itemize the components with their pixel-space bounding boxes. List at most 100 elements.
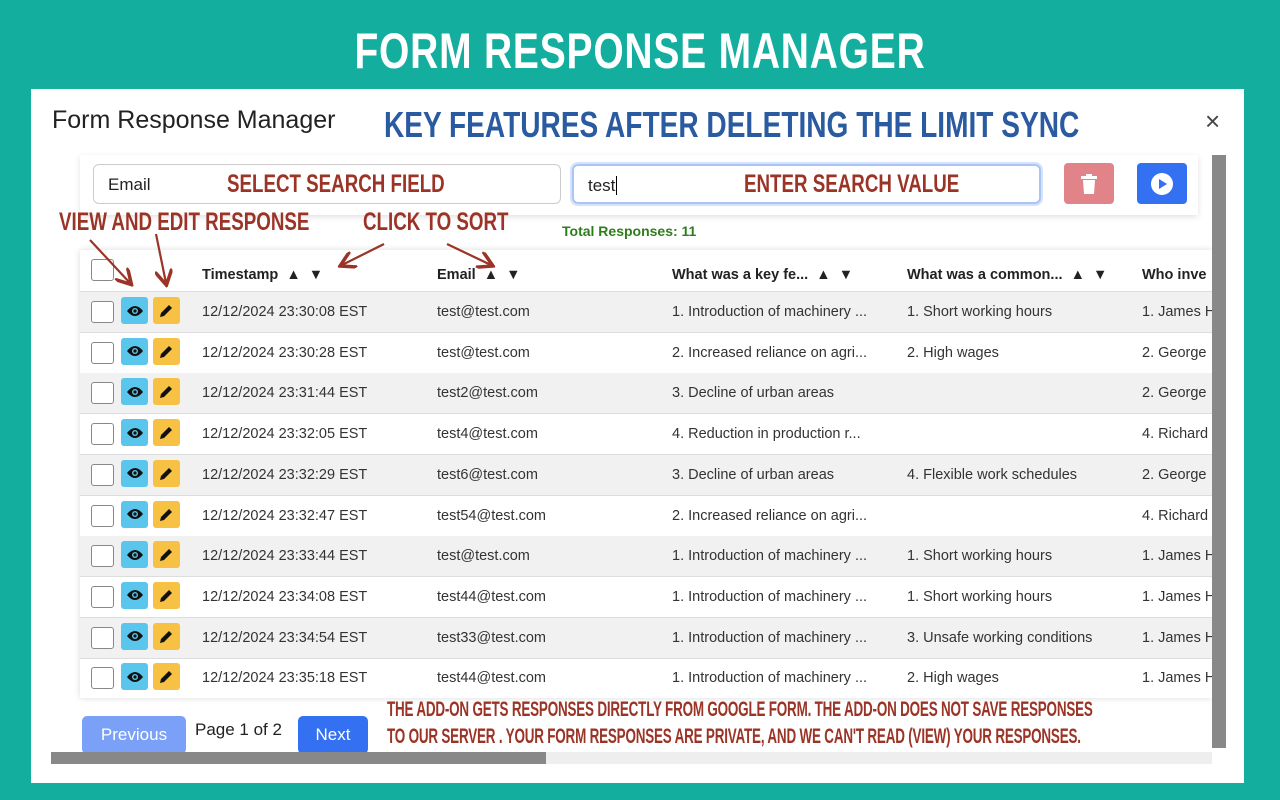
column-header-email[interactable]: Email ▲ ▼ xyxy=(437,267,521,283)
page-indicator: Page 1 of 2 xyxy=(195,720,282,739)
cell-col-1: test4@test.com xyxy=(437,426,538,443)
total-responses: Total Responses: 11 xyxy=(562,223,697,239)
eye-icon xyxy=(126,468,143,479)
cell-col-4: 4. Richard xyxy=(1142,426,1209,443)
row-checkbox[interactable] xyxy=(91,382,114,405)
edit-button[interactable] xyxy=(153,581,180,609)
horizontal-scrollbar[interactable] xyxy=(51,752,1212,764)
select-all-checkbox[interactable] xyxy=(91,259,114,281)
edit-button[interactable] xyxy=(153,378,180,406)
cell-col-4: 2. George xyxy=(1142,466,1207,483)
edit-button[interactable] xyxy=(153,297,180,324)
cell-col-2: 3. Decline of urban areas xyxy=(672,466,835,483)
cell-col-2: 1. Introduction of machinery ... xyxy=(672,588,868,605)
pencil-icon xyxy=(160,427,172,440)
column-header-timestamp[interactable]: Timestamp ▲ ▼ xyxy=(202,267,324,283)
privacy-note-line2: TO OUR SERVER . YOUR FORM RESPONSES ARE … xyxy=(387,725,1081,748)
cell-col-0: 12/12/2024 23:35:18 EST xyxy=(202,670,368,687)
edit-button[interactable] xyxy=(153,500,180,528)
cell-col-2: 4. Reduction in production r... xyxy=(672,426,861,443)
pencil-icon xyxy=(160,549,172,562)
view-button[interactable] xyxy=(121,378,148,406)
delete-button[interactable] xyxy=(1064,163,1114,204)
eye-icon xyxy=(126,590,143,601)
run-button[interactable] xyxy=(1137,163,1187,204)
annotation-click-sort: CLICK TO SORT xyxy=(363,208,509,236)
row-checkbox[interactable] xyxy=(91,667,114,690)
view-button[interactable] xyxy=(121,337,148,365)
pencil-icon xyxy=(160,630,172,643)
cell-col-3: 1. Short working hours xyxy=(907,588,1053,605)
edit-button[interactable] xyxy=(153,419,180,447)
view-button[interactable] xyxy=(121,297,148,324)
annotation-enter-value: ENTER SEARCH VALUE xyxy=(744,170,960,198)
arrow-to-edit xyxy=(156,233,166,283)
edit-button[interactable] xyxy=(153,459,180,487)
cell-col-2: 1. Introduction of machinery ... xyxy=(672,548,868,565)
row-checkbox[interactable] xyxy=(91,626,114,649)
next-button[interactable]: Next xyxy=(298,716,368,754)
view-button[interactable] xyxy=(121,500,148,528)
pencil-icon xyxy=(160,508,172,521)
cell-col-1: test6@test.com xyxy=(437,466,538,483)
cell-col-1: test44@test.com xyxy=(437,670,547,687)
row-checkbox[interactable] xyxy=(91,423,114,446)
column-header-q2[interactable]: What was a common... ▲ ▼ xyxy=(907,267,1108,283)
annotation-select-field: SELECT SEARCH FIELD xyxy=(227,170,445,198)
eye-icon xyxy=(126,386,143,397)
cell-col-1: test@test.com xyxy=(437,344,530,361)
search-value-input[interactable]: test xyxy=(572,164,1041,204)
cell-col-0: 12/12/2024 23:30:08 EST xyxy=(202,304,368,320)
row-checkbox[interactable] xyxy=(91,585,114,608)
responses-table: Timestamp ▲ ▼ Email ▲ ▼ What was a key f… xyxy=(80,250,1212,698)
cell-col-0: 12/12/2024 23:34:08 EST xyxy=(202,588,368,605)
view-button[interactable] xyxy=(121,541,148,569)
edit-button[interactable] xyxy=(153,541,180,569)
cell-col-0: 12/12/2024 23:32:05 EST xyxy=(202,426,368,443)
row-checkbox[interactable] xyxy=(91,504,114,527)
eye-icon xyxy=(126,671,143,682)
search-field-select[interactable]: Email xyxy=(93,164,561,204)
arrow-to-email-sort xyxy=(446,243,491,265)
cell-col-4: 2. George xyxy=(1142,385,1207,402)
cell-col-4: 2. George xyxy=(1142,344,1207,361)
edit-button[interactable] xyxy=(153,337,180,365)
column-header-q1[interactable]: What was a key fe... ▲ ▼ xyxy=(672,267,854,283)
view-button[interactable] xyxy=(121,663,148,691)
cell-col-3: 3. Unsafe working conditions xyxy=(907,629,1093,646)
eye-icon xyxy=(126,427,143,438)
eye-icon xyxy=(126,549,143,560)
cell-col-0: 12/12/2024 23:33:44 EST xyxy=(202,548,368,565)
edit-button[interactable] xyxy=(153,663,180,691)
previous-button[interactable]: Previous xyxy=(82,716,186,754)
headline: KEY FEATURES AFTER DELETING THE LIMIT SY… xyxy=(384,104,1080,145)
arrow-to-timestamp-sort xyxy=(342,243,385,265)
close-icon[interactable]: × xyxy=(1205,106,1221,136)
cell-col-1: test@test.com xyxy=(437,304,530,320)
view-button[interactable] xyxy=(121,459,148,487)
row-checkbox[interactable] xyxy=(91,545,114,568)
cell-col-3: 2. High wages xyxy=(907,344,999,361)
edit-button[interactable] xyxy=(153,622,180,650)
eye-icon xyxy=(126,346,143,357)
pencil-icon xyxy=(160,386,172,399)
trash-icon xyxy=(1081,173,1097,194)
row-checkbox[interactable] xyxy=(91,301,114,323)
table-header: Timestamp ▲ ▼ Email ▲ ▼ What was a key f… xyxy=(80,255,1212,292)
banner-title: FORM RESPONSE MANAGER xyxy=(354,23,926,79)
annotation-view-edit: VIEW AND EDIT RESPONSE xyxy=(59,208,310,236)
vertical-scrollbar[interactable] xyxy=(1212,155,1226,748)
view-button[interactable] xyxy=(121,622,148,650)
view-button[interactable] xyxy=(121,581,148,609)
row-checkbox[interactable] xyxy=(91,341,114,364)
cell-col-1: test54@test.com xyxy=(437,507,547,524)
cell-col-4: 1. James H xyxy=(1142,629,1212,646)
view-button[interactable] xyxy=(121,419,148,447)
column-header-q3[interactable]: Who inve xyxy=(1142,267,1207,283)
row-checkbox[interactable] xyxy=(91,463,114,486)
horizontal-scroll-thumb[interactable] xyxy=(51,752,546,764)
